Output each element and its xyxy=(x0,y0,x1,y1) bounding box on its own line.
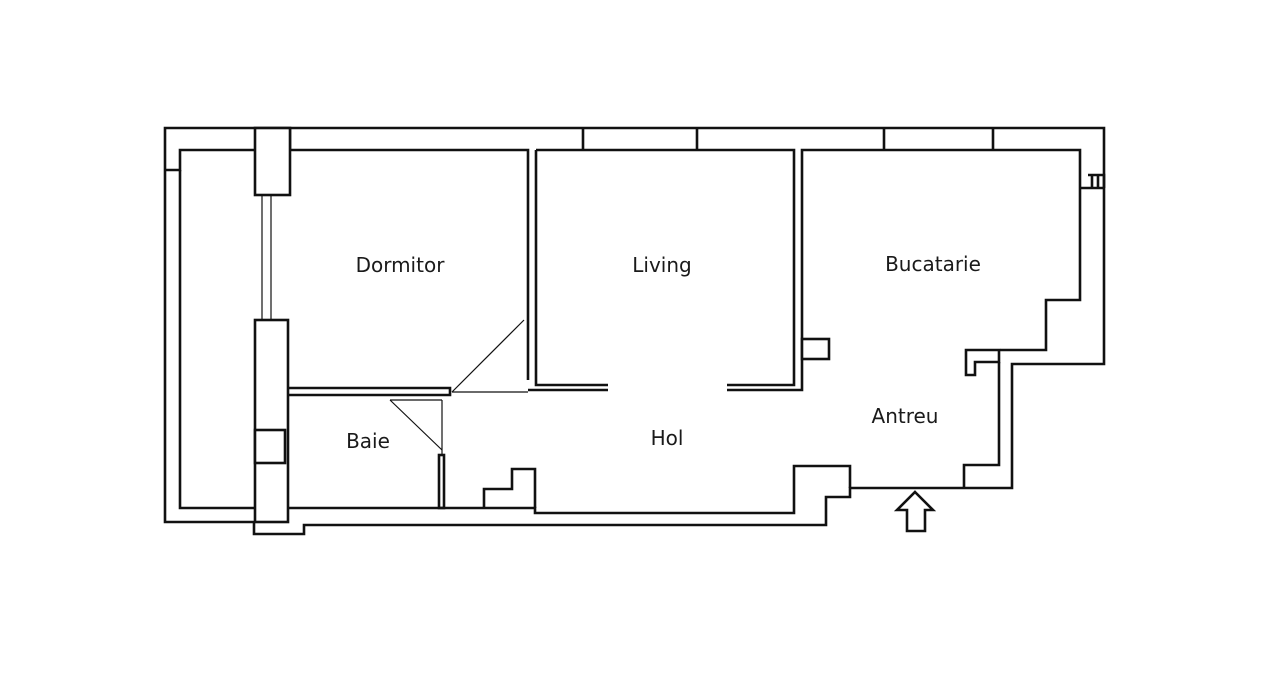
pillar-bottom xyxy=(253,318,290,524)
room-label-dormitor: Dormitor xyxy=(355,253,445,277)
room-label-living: Living xyxy=(632,253,692,277)
room-label-antreu: Antreu xyxy=(871,404,939,428)
room-label-baie: Baie xyxy=(346,429,390,453)
left-balcony-wall xyxy=(165,148,255,172)
pillar-top xyxy=(253,126,292,197)
entrance-arrow-icon xyxy=(893,490,937,533)
room-label-bucatarie: Bucatarie xyxy=(885,252,981,276)
room-label-hol: Hol xyxy=(650,426,684,450)
outer-wall xyxy=(163,126,1106,536)
